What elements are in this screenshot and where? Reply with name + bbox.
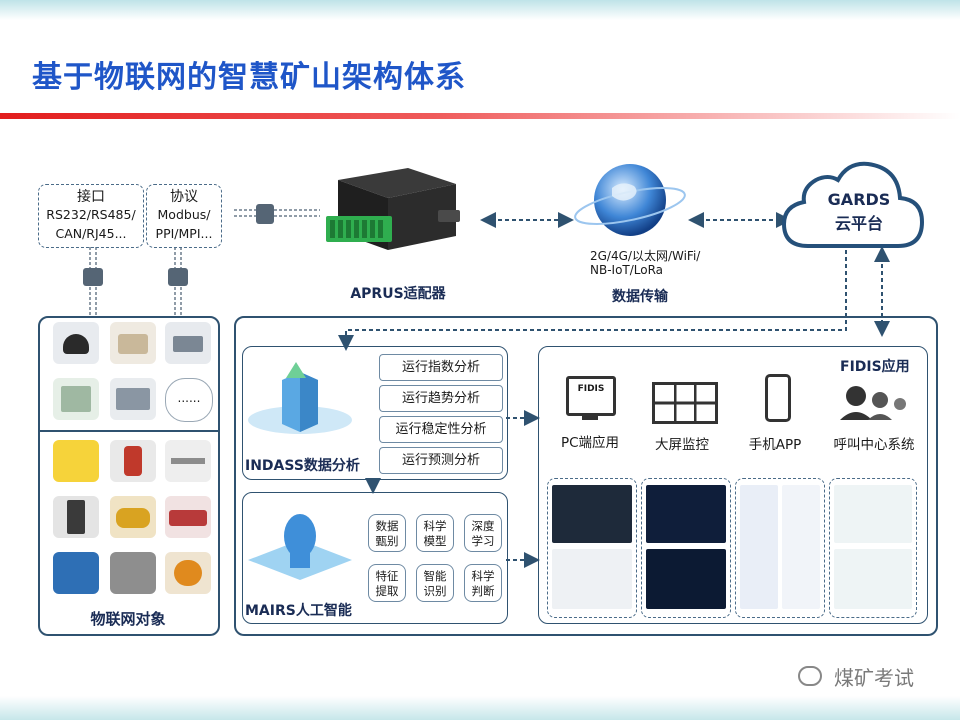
interface-line2: CAN/RJ45...: [55, 226, 127, 241]
analysis-item: 运行指数分析: [379, 354, 503, 381]
app-label: 手机APP: [748, 437, 802, 453]
bottom-gradient: [0, 696, 960, 720]
controller-icon: [53, 378, 99, 420]
sensor-icon: [110, 322, 156, 364]
fidis-panel: [538, 346, 928, 624]
conveyor-icon: [110, 552, 156, 594]
mairs-panel: [242, 492, 508, 624]
ai-item: 数据甄别: [368, 514, 406, 552]
app-label: PC端应用: [560, 435, 620, 451]
pc-app-screenshot: [547, 478, 637, 618]
indass-panel: [242, 346, 508, 480]
top-gradient: [0, 0, 960, 20]
gas-detector-icon: [110, 440, 156, 482]
protocol-line1: Modbus/: [157, 207, 211, 222]
page-title: 基于物联网的智慧矿山架构体系: [32, 60, 466, 95]
more-devices: ......: [165, 378, 213, 422]
transmission-line1: 2G/4G/以太网/WiFi/: [590, 249, 701, 263]
plug-icon: [168, 268, 188, 286]
app-label: 大屏监控: [655, 437, 709, 453]
indass-label: INDASS数据分析: [245, 458, 360, 474]
protocol-title: 协议: [170, 189, 198, 205]
watermark-text: 煤矿考试: [834, 666, 914, 690]
shearer-icon: [165, 496, 211, 538]
fan-icon: [165, 552, 211, 594]
mairs-label: MAIRS人工智能: [245, 603, 352, 619]
plug-icon: [83, 268, 103, 286]
cabinet-icon: [53, 496, 99, 538]
ai-item: 智能识别: [416, 564, 454, 602]
plug-icon: [256, 204, 274, 224]
iot-divider: [40, 430, 218, 432]
app-label: 呼叫中心系统: [833, 437, 915, 453]
interface-title: 接口: [77, 189, 105, 205]
analysis-item: 运行预测分析: [379, 447, 503, 474]
camera-icon: [53, 322, 99, 364]
call-center-screenshot: [829, 478, 917, 618]
router-icon: [165, 322, 211, 364]
ai-item: 科学判断: [464, 564, 502, 602]
video-wall-icon: [652, 382, 718, 424]
ai-item: 深度学习: [464, 514, 502, 552]
protocol-line2: PPI/MPI...: [155, 226, 213, 241]
analysis-item: 运行稳定性分析: [379, 416, 503, 443]
adapter-label: APRUS适配器: [350, 286, 446, 302]
generator-icon: [53, 440, 99, 482]
transmission-label: 数据传输: [612, 289, 668, 305]
monitor-stand: [582, 414, 598, 420]
valve-icon: [165, 440, 211, 482]
platform-panel: [234, 316, 938, 636]
interface-line1: RS232/RS485/: [46, 207, 136, 222]
transmission-line2: NB-IoT/LoRa: [590, 263, 664, 277]
analysis-item: 运行趋势分析: [379, 385, 503, 412]
phone-icon: [765, 374, 791, 422]
ai-item: 科学模型: [416, 514, 454, 552]
roadheader-icon: [110, 496, 156, 538]
ai-item: 特征提取: [368, 564, 406, 602]
monitor-icon: FIDIS: [566, 376, 616, 416]
interface-box: [38, 184, 144, 248]
protocol-box: [146, 184, 222, 248]
cloud-title: GARDS: [827, 190, 891, 209]
mobile-app-screenshot: [735, 478, 825, 618]
cloud-subtitle: 云平台: [834, 214, 883, 233]
iot-objects-label: 物联网对象: [90, 610, 166, 628]
switchgear-icon: [110, 378, 156, 420]
title-divider: [0, 113, 960, 119]
fidis-label: FIDIS应用: [840, 359, 910, 375]
big-screen-screenshot: [641, 478, 731, 618]
wechat-icon: [798, 666, 822, 686]
substation-icon: [53, 552, 99, 594]
